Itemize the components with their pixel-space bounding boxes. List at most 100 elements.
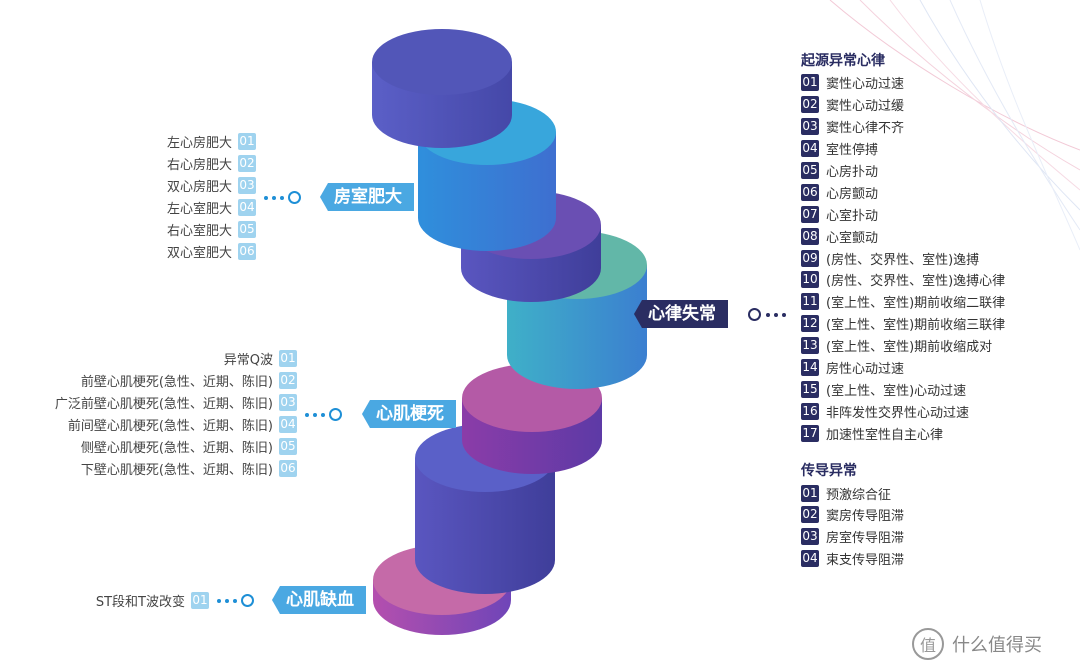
item-number: 02 bbox=[801, 506, 819, 524]
list-item: 08 心室颤动 bbox=[801, 225, 1005, 247]
item-text: 左心房肥大 bbox=[166, 135, 232, 151]
item-number: 01 bbox=[191, 591, 209, 609]
item-text: (室上性、室性)期前收缩成对 bbox=[826, 340, 993, 356]
item-text: 前间壁心肌梗死(急性、近期、陈旧) bbox=[67, 418, 273, 434]
hypertrophy-connector bbox=[264, 191, 301, 204]
watermark: 值 什么值得买 bbox=[912, 628, 1042, 660]
item-number: 01 bbox=[801, 484, 819, 502]
origin-section-title: 起源异常心律 bbox=[801, 53, 885, 69]
ischemia-connector bbox=[217, 594, 254, 607]
item-number: 05 bbox=[279, 437, 297, 455]
list-item: 双心房肥大 03 bbox=[167, 175, 256, 195]
list-item: 13(室上性、室性)期前收缩成对 bbox=[801, 335, 1005, 357]
item-text: 前壁心肌梗死(急性、近期、陈旧) bbox=[80, 374, 273, 390]
list-item: 05 心房扑动 bbox=[801, 160, 1005, 182]
list-item: 15 (室上性、室性)心动过速 bbox=[801, 378, 1005, 400]
item-text: (房性、交界性、室性)逸搏心律 bbox=[826, 274, 1006, 290]
list-item: 01 预激综合征 bbox=[801, 482, 1005, 504]
item-text: 室性停搏 bbox=[826, 143, 879, 159]
item-number: 06 bbox=[279, 459, 297, 477]
list-item: 12 (室上性、室性)期前收缩三联律 bbox=[801, 313, 1005, 335]
list-item: 前间壁心肌梗死(急性、近期、陈旧) 04 bbox=[68, 414, 297, 434]
item-text: 窦性心动过速 bbox=[826, 77, 905, 93]
item-text: 窦性心动过缓 bbox=[826, 99, 905, 115]
item-text: 下壁心肌梗死(急性、近期、陈旧) bbox=[80, 462, 273, 478]
list-item: 17 加速性室性自主心律 bbox=[801, 422, 1005, 444]
item-number: 09 bbox=[801, 249, 819, 267]
list-item: 左心房肥大 01 bbox=[167, 131, 256, 151]
zhi-icon: 值 bbox=[912, 628, 944, 660]
infarction-list: 异常Q波 01 前壁心肌梗死(急性、近期、陈旧) 02 广泛前壁心肌梗死(急性、近期… bbox=[0, 348, 297, 478]
item-number: 01 bbox=[279, 349, 297, 367]
item-text: 右心房肥大 bbox=[166, 157, 232, 173]
item-number: 02 bbox=[801, 96, 819, 114]
item-number: 14 bbox=[801, 359, 819, 377]
item-number: 02 bbox=[238, 154, 256, 172]
item-number: 04 bbox=[238, 198, 256, 216]
item-text: 窦性心律不齐 bbox=[826, 121, 905, 137]
item-text: 心房扑动 bbox=[826, 165, 879, 180]
list-item: 16 非阵发性交界性心动过速 bbox=[801, 400, 1005, 422]
infarction-connector bbox=[305, 408, 342, 421]
item-number: 02 bbox=[279, 371, 297, 389]
list-item: 侧壁心肌梗死(急性、近期、陈旧)05 bbox=[81, 436, 297, 456]
list-item: 09 (房性、交界性、室性)逸搏 bbox=[801, 247, 1005, 269]
list-item: 14 房性心动过速 bbox=[801, 357, 1005, 379]
item-number: 06 bbox=[801, 183, 819, 201]
item-number: 03 bbox=[238, 176, 256, 194]
list-item: 10 (房性、交界性、室性)逸搏心律 bbox=[801, 269, 1005, 291]
item-number: 04 bbox=[279, 415, 297, 433]
item-text: 预激综合征 bbox=[826, 487, 892, 503]
list-item: 广泛前壁心肌梗死(急性、近期、陈旧) 03 bbox=[55, 392, 297, 412]
item-text: 束支传导阻滞 bbox=[826, 553, 905, 569]
item-number: 11 bbox=[801, 293, 819, 311]
item-text: (室上性、室性)心动过速 bbox=[826, 383, 967, 399]
tag-infarction: 心肌梗死 bbox=[362, 400, 456, 428]
conduction-section-title: 传导异常 bbox=[801, 463, 857, 480]
item-text: (房性、交界性、室性)逸搏 bbox=[826, 252, 980, 268]
item-number: 07 bbox=[801, 205, 819, 223]
watermark-text: 什么值得买 bbox=[952, 635, 1042, 656]
item-number: 12 bbox=[801, 315, 819, 333]
cylinder-top bbox=[372, 29, 512, 148]
item-number: 01 bbox=[238, 132, 256, 150]
item-text: 非阵发性交界性心动过速 bbox=[826, 405, 970, 421]
item-text: 右心室肥大 bbox=[166, 223, 232, 239]
item-number: 04 bbox=[801, 550, 819, 568]
item-text: 房性心动过速 bbox=[826, 362, 905, 378]
item-number: 05 bbox=[801, 162, 819, 179]
list-item: 异常Q波 01 bbox=[224, 348, 297, 368]
item-text: 异常Q波 bbox=[223, 352, 273, 368]
item-number: 03 bbox=[279, 393, 297, 411]
tag-arrhythmia: 心律失常 bbox=[634, 300, 728, 328]
item-text: 广泛前壁心肌梗死(急性、近期、陈旧) bbox=[54, 396, 273, 412]
item-number: 08 bbox=[801, 227, 819, 245]
item-number: 03 bbox=[801, 528, 819, 546]
item-number: 04 bbox=[801, 140, 819, 158]
item-text: (室上性、室性)期前收缩三联律 bbox=[826, 318, 1006, 334]
item-number: 16 bbox=[801, 402, 819, 420]
item-text: 心室颤动 bbox=[826, 230, 879, 246]
item-number: 15 bbox=[801, 380, 819, 398]
list-item: 下壁心肌梗死(急性、近期、陈旧) 06 bbox=[81, 458, 297, 478]
item-number: 10 bbox=[801, 271, 819, 289]
list-item: 02 窦性心动过缓 bbox=[801, 94, 1005, 116]
item-number: 17 bbox=[801, 424, 819, 442]
cylinder-infarction bbox=[462, 364, 602, 474]
list-item: 11(室上性、室性)期前收缩二联律 bbox=[801, 291, 1005, 313]
item-text: 加速性室性自主心律 bbox=[826, 427, 944, 443]
item-text: 双心房肥大 bbox=[166, 179, 232, 195]
list-item: 右心房肥大 02 bbox=[167, 153, 256, 173]
tag-hypertrophy: 房室肥大 bbox=[320, 183, 414, 211]
